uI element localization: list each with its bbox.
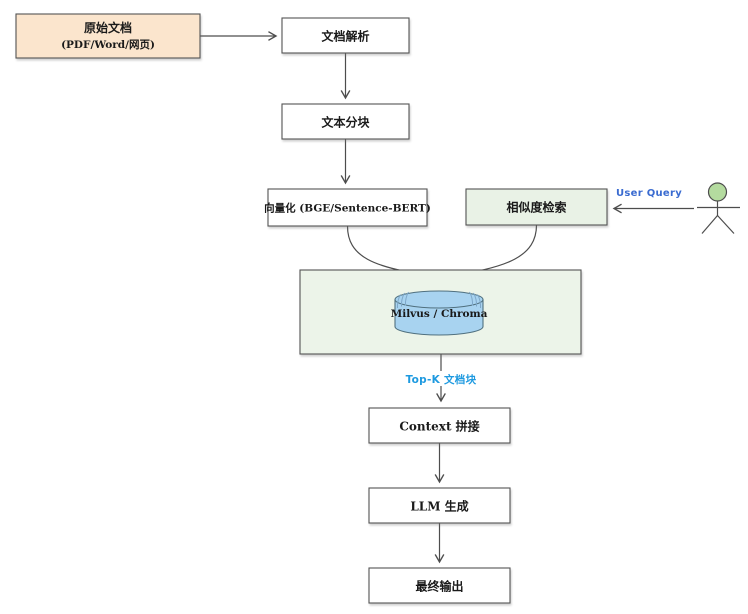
node-doc-parse: 文档解析 [281,17,410,54]
user-actor-icon [697,182,740,234]
llm-generate-label: LLM 生成 [410,499,468,514]
vectorize-box [267,188,428,227]
similarity-search-label: 相似度检索 [506,200,566,215]
actor-head [707,182,728,202]
doc-parse-label: 文档解析 [321,29,369,44]
top-k-annotation: Top-K 文档块 [404,371,478,386]
cylinder-hatch-left [396,291,409,309]
node-vector-db: Milvus / Chroma [391,290,488,336]
source-doc-label-line1: 原始文档 [84,20,132,35]
database-cylinder-rim [394,299,484,309]
top-k-label: Top-K 文档块 [406,373,477,386]
context-concat-box [368,407,511,444]
node-vectorize: 向量化 (BGE/Sentence-BERT) [264,188,431,227]
node-llm-generate: LLM 生成 [368,487,511,524]
top-k-label-background [404,371,478,386]
actor-leg-right [717,215,735,234]
text-chunk-box [281,103,410,140]
node-context-concat: Context 拼接 [368,407,511,444]
context-concat-label: Context 拼接 [399,419,479,434]
database-cylinder-icon [394,290,484,336]
cylinder-hatch-right [469,291,482,309]
similarity-search-box [465,188,608,226]
node-similarity-search: 相似度检索 [465,188,608,226]
llm-generate-box [368,487,511,524]
final-output-box [368,567,511,604]
curve-vectorize-to-db [346,225,435,277]
node-text-chunk: 文本分块 [281,103,410,140]
vectorize-label: 向量化 (BGE/Sentence-BERT) [264,202,431,215]
actor-leg-left [701,215,718,234]
doc-parse-box [281,17,410,54]
source-doc-label-line2: (PDF/Word/网页) [61,39,155,51]
final-output-label: 最终输出 [415,579,463,594]
curve-similarity-to-db [447,224,538,277]
text-chunk-label: 文本分块 [321,115,370,130]
node-final-output: 最终输出 [368,567,511,604]
user-query-label: User Query [616,188,682,199]
vector-db-label: Milvus / Chroma [391,308,488,320]
source-doc-box [15,13,201,59]
node-source-doc: 原始文档 (PDF/Word/网页) [15,13,201,59]
